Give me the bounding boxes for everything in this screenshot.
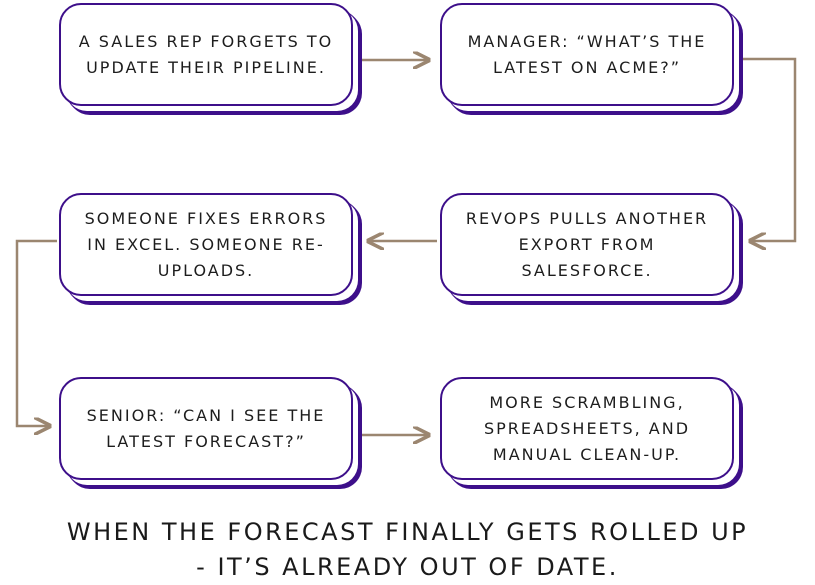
step-text-2: MANAGER: “WHAT’S THE LATEST ON ACME?” (467, 31, 707, 77)
step-box-3: REVOPS PULLS ANOTHER EXPORT FROM SALESFO… (440, 193, 734, 296)
step-box-4: SOMEONE FIXES ERRORS IN EXCEL. SOMEONE R… (59, 193, 353, 296)
step-text-3: REVOPS PULLS ANOTHER EXPORT FROM SALESFO… (465, 208, 709, 280)
step-box-1: A SALES REP FORGETS TO UPDATE THEIR PIPE… (59, 3, 353, 106)
step-box-2: MANAGER: “WHAT’S THE LATEST ON ACME?” (440, 3, 734, 106)
caption-line-1: WHEN THE FORECAST FINALLY GETS ROLLED UP (66, 518, 749, 546)
caption-line-2: - IT’S ALREADY OUT OF DATE. (196, 553, 619, 581)
step-text-1: A SALES REP FORGETS TO UPDATE THEIR PIPE… (78, 31, 334, 77)
diagram-caption: WHEN THE FORECAST FINALLY GETS ROLLED UP… (0, 515, 815, 585)
connector-2-to-3 (743, 57, 797, 241)
step-box-5: SENIOR: “CAN I SEE THE LATEST FORECAST?” (59, 377, 353, 480)
step-text-4: SOMEONE FIXES ERRORS IN EXCEL. SOMEONE R… (84, 208, 328, 280)
step-text-6: MORE SCRAMBLING, SPREADSHEETS, AND MANUA… (483, 392, 691, 464)
step-text-5: SENIOR: “CAN I SEE THE LATEST FORECAST?” (86, 405, 326, 451)
step-box-6: MORE SCRAMBLING, SPREADSHEETS, AND MANUA… (440, 377, 734, 480)
connector-4-to-5 (15, 239, 57, 426)
